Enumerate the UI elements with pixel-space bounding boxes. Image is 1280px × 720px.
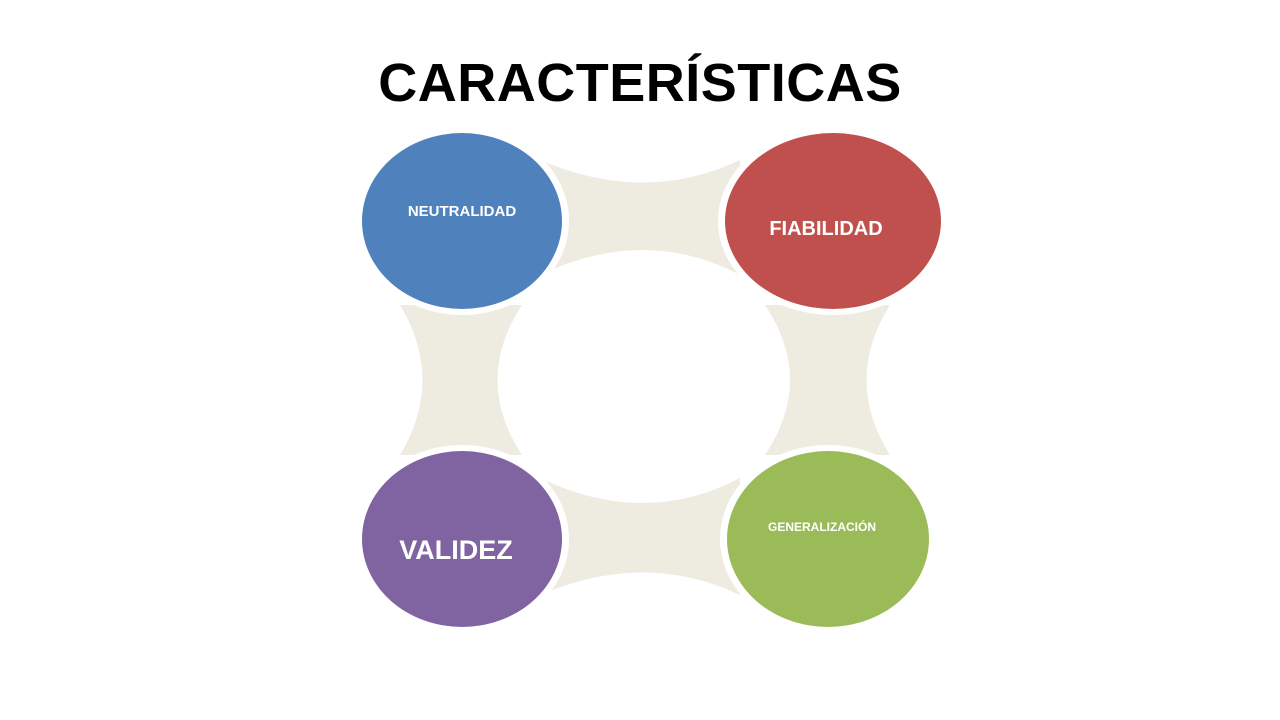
- node-fiabilidad-circle: [725, 133, 941, 309]
- node-validez-circle: [362, 451, 562, 627]
- slide-title: CARACTERÍSTICAS: [378, 53, 902, 113]
- connector-ring: [400, 160, 890, 595]
- node-neutralidad-label: NEUTRALIDAD: [408, 203, 516, 220]
- node-neutralidad: NEUTRALIDAD: [355, 127, 569, 315]
- node-validez-label: VALIDEZ: [399, 535, 513, 565]
- node-generalizacion-circle: [727, 451, 929, 627]
- connector-left: [400, 305, 522, 455]
- connector-bottom: [540, 478, 740, 595]
- node-generalizacion: GENERALIZACIÓN: [720, 445, 936, 633]
- connector-top: [540, 160, 740, 275]
- node-fiabilidad-label: FIABILIDAD: [769, 218, 882, 240]
- node-fiabilidad: FIABILIDAD: [718, 127, 948, 315]
- connector-right: [765, 305, 890, 455]
- node-validez: VALIDEZ: [355, 445, 569, 633]
- node-neutralidad-circle: [362, 133, 562, 309]
- node-generalizacion-label: GENERALIZACIÓN: [768, 519, 876, 534]
